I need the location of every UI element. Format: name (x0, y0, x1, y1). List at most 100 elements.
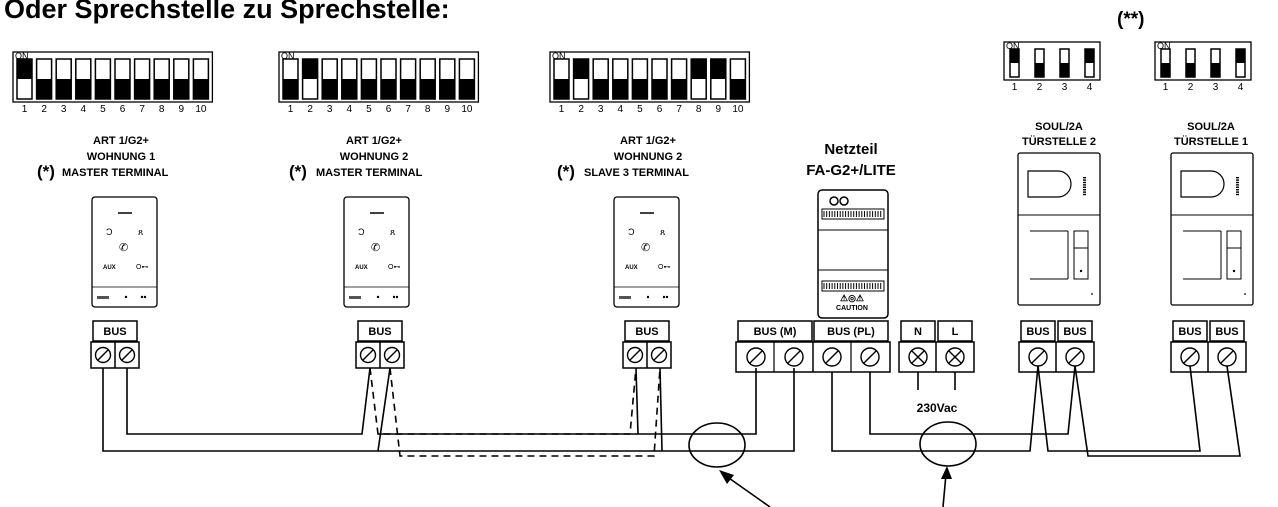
terminal-label-n: N (914, 326, 922, 338)
monitor-model: ART 1/G2+ (620, 135, 676, 147)
screw-slot (863, 350, 877, 364)
dip-position-number: 10 (461, 104, 473, 115)
dip-lever-off (632, 79, 648, 99)
cable-bundle-marker-left (688, 422, 746, 468)
wire-monitor2-psu-a (378, 368, 757, 435)
brand-logo-icon (619, 296, 631, 299)
door-panel-2-device (1017, 152, 1101, 306)
dip-lever-off (56, 79, 72, 99)
dip-lever-off (381, 79, 396, 99)
screw-slot (1031, 350, 1045, 364)
terminal-label: BUS (103, 326, 126, 338)
dip-lever-off (439, 79, 455, 99)
terminal-label-box (737, 320, 813, 342)
dip-lever-on (302, 59, 318, 79)
terminal-block-door-panel-2: BUS BUS (1018, 320, 1095, 373)
monitor-2-label: ART 1/G2+ WOHNUNG 2 (*) MASTER TERMINAL (289, 135, 423, 181)
mains-label: 230Vac (917, 401, 958, 415)
wire-monitor2-monitor3-b (389, 367, 661, 457)
terminal-label: BUS (1178, 326, 1201, 338)
dip-position-number: 1 (1163, 82, 1169, 93)
dip-lever-off (652, 79, 667, 99)
dip-position-number: 5 (637, 104, 643, 115)
dip-position-number: 3 (598, 104, 604, 115)
monitor-unit: WOHNUNG 2 (340, 151, 408, 163)
terminal-block-door-panel-1: BUS BUS (1170, 320, 1247, 373)
key-icon: O⊷ (136, 264, 148, 271)
terminal-label-bus-pl: BUS (PL) (827, 326, 875, 338)
monitor-model: ART 1/G2+ (93, 135, 149, 147)
terminal-label-box (1172, 320, 1208, 342)
caution-symbols: ⚠◎⚠ (840, 293, 864, 303)
screw-slot (825, 350, 839, 364)
dip-housing (1003, 41, 1101, 81)
dip-lever-off (95, 79, 111, 99)
dip-position-number: 1 (288, 104, 294, 115)
dip-position-number: 10 (732, 104, 744, 115)
power-supply-lower-vent (821, 280, 885, 292)
door-panel-2-label: SOUL/2A TÜRSTELLE 2 (1022, 121, 1096, 148)
terminal-label: BUS (368, 326, 391, 338)
door-panel-model: SOUL/2A (1187, 121, 1235, 133)
monitor-indicator-led (665, 295, 669, 299)
microphone-grille (1083, 184, 1086, 186)
key-icon: O⊷ (658, 264, 670, 271)
brand-logo-icon (349, 296, 361, 299)
dip-lever-off (115, 79, 130, 99)
dip-lever-off (1211, 63, 1220, 77)
terminal-label-box (1209, 320, 1245, 342)
dip-on-label: ON (281, 51, 295, 61)
monitor-indicator-led (392, 295, 396, 299)
power-supply-vents (823, 211, 882, 289)
dip-lever-off (75, 79, 91, 99)
monitor-indicator-led (646, 295, 650, 299)
microphone-grille (1083, 177, 1086, 179)
power-supply-title: Netzteil (824, 141, 877, 158)
person-icon: ጸ (390, 227, 395, 237)
dip-position-number: 2 (41, 104, 47, 115)
monitor-unit: WOHNUNG 2 (614, 151, 682, 163)
screw-slot (749, 350, 763, 364)
dip-position-number: 9 (716, 104, 722, 115)
dip-lever-off (1186, 63, 1195, 77)
call-button (1073, 230, 1089, 280)
diagram-heading: Oder Sprechstelle zu Sprechstelle: (4, 0, 450, 24)
dip-position-number: 3 (1213, 82, 1219, 93)
microphone-grille (1236, 177, 1239, 179)
dip-position-number: 1 (559, 104, 565, 115)
screw-slot (911, 350, 925, 364)
terminal-label-box (900, 320, 936, 342)
dip-position-number: 6 (657, 104, 663, 115)
monitor-indicator-led (395, 295, 399, 299)
call-button-led (1079, 269, 1083, 273)
monitor-role: MASTER TERMINAL (316, 167, 423, 179)
arrow-head-right (941, 466, 952, 479)
monitor-role: MASTER TERMINAL (62, 167, 169, 179)
dip-lever-off (341, 79, 357, 99)
key-icon: O⊷ (388, 264, 400, 271)
terminal-label-box (624, 320, 670, 342)
dip-lever-off (612, 79, 628, 99)
microphone-grille (1236, 186, 1239, 188)
screw-slot (1183, 350, 1197, 364)
dip-position-number: 1 (22, 104, 28, 115)
terminal-screws (94, 346, 136, 364)
power-supply-upper-vent (821, 208, 885, 220)
call-button-led (1232, 269, 1236, 273)
dip-position-number: 6 (386, 104, 392, 115)
microphone-grille (1083, 191, 1086, 193)
terminal-screws (746, 347, 880, 367)
dip-position-number: 4 (347, 104, 353, 115)
monitor-indicator-led (662, 295, 666, 299)
screw-slot (787, 350, 801, 364)
dip-lever-off (154, 79, 170, 99)
dip-position-number: 1 (1012, 82, 1018, 93)
microphone-grille (1236, 193, 1239, 196)
panel-screw (1091, 293, 1093, 295)
dip-lever-off (400, 79, 416, 99)
terminal-label-l: L (952, 326, 959, 338)
power-supply-led (829, 196, 839, 206)
microphone-grille (1236, 191, 1239, 193)
